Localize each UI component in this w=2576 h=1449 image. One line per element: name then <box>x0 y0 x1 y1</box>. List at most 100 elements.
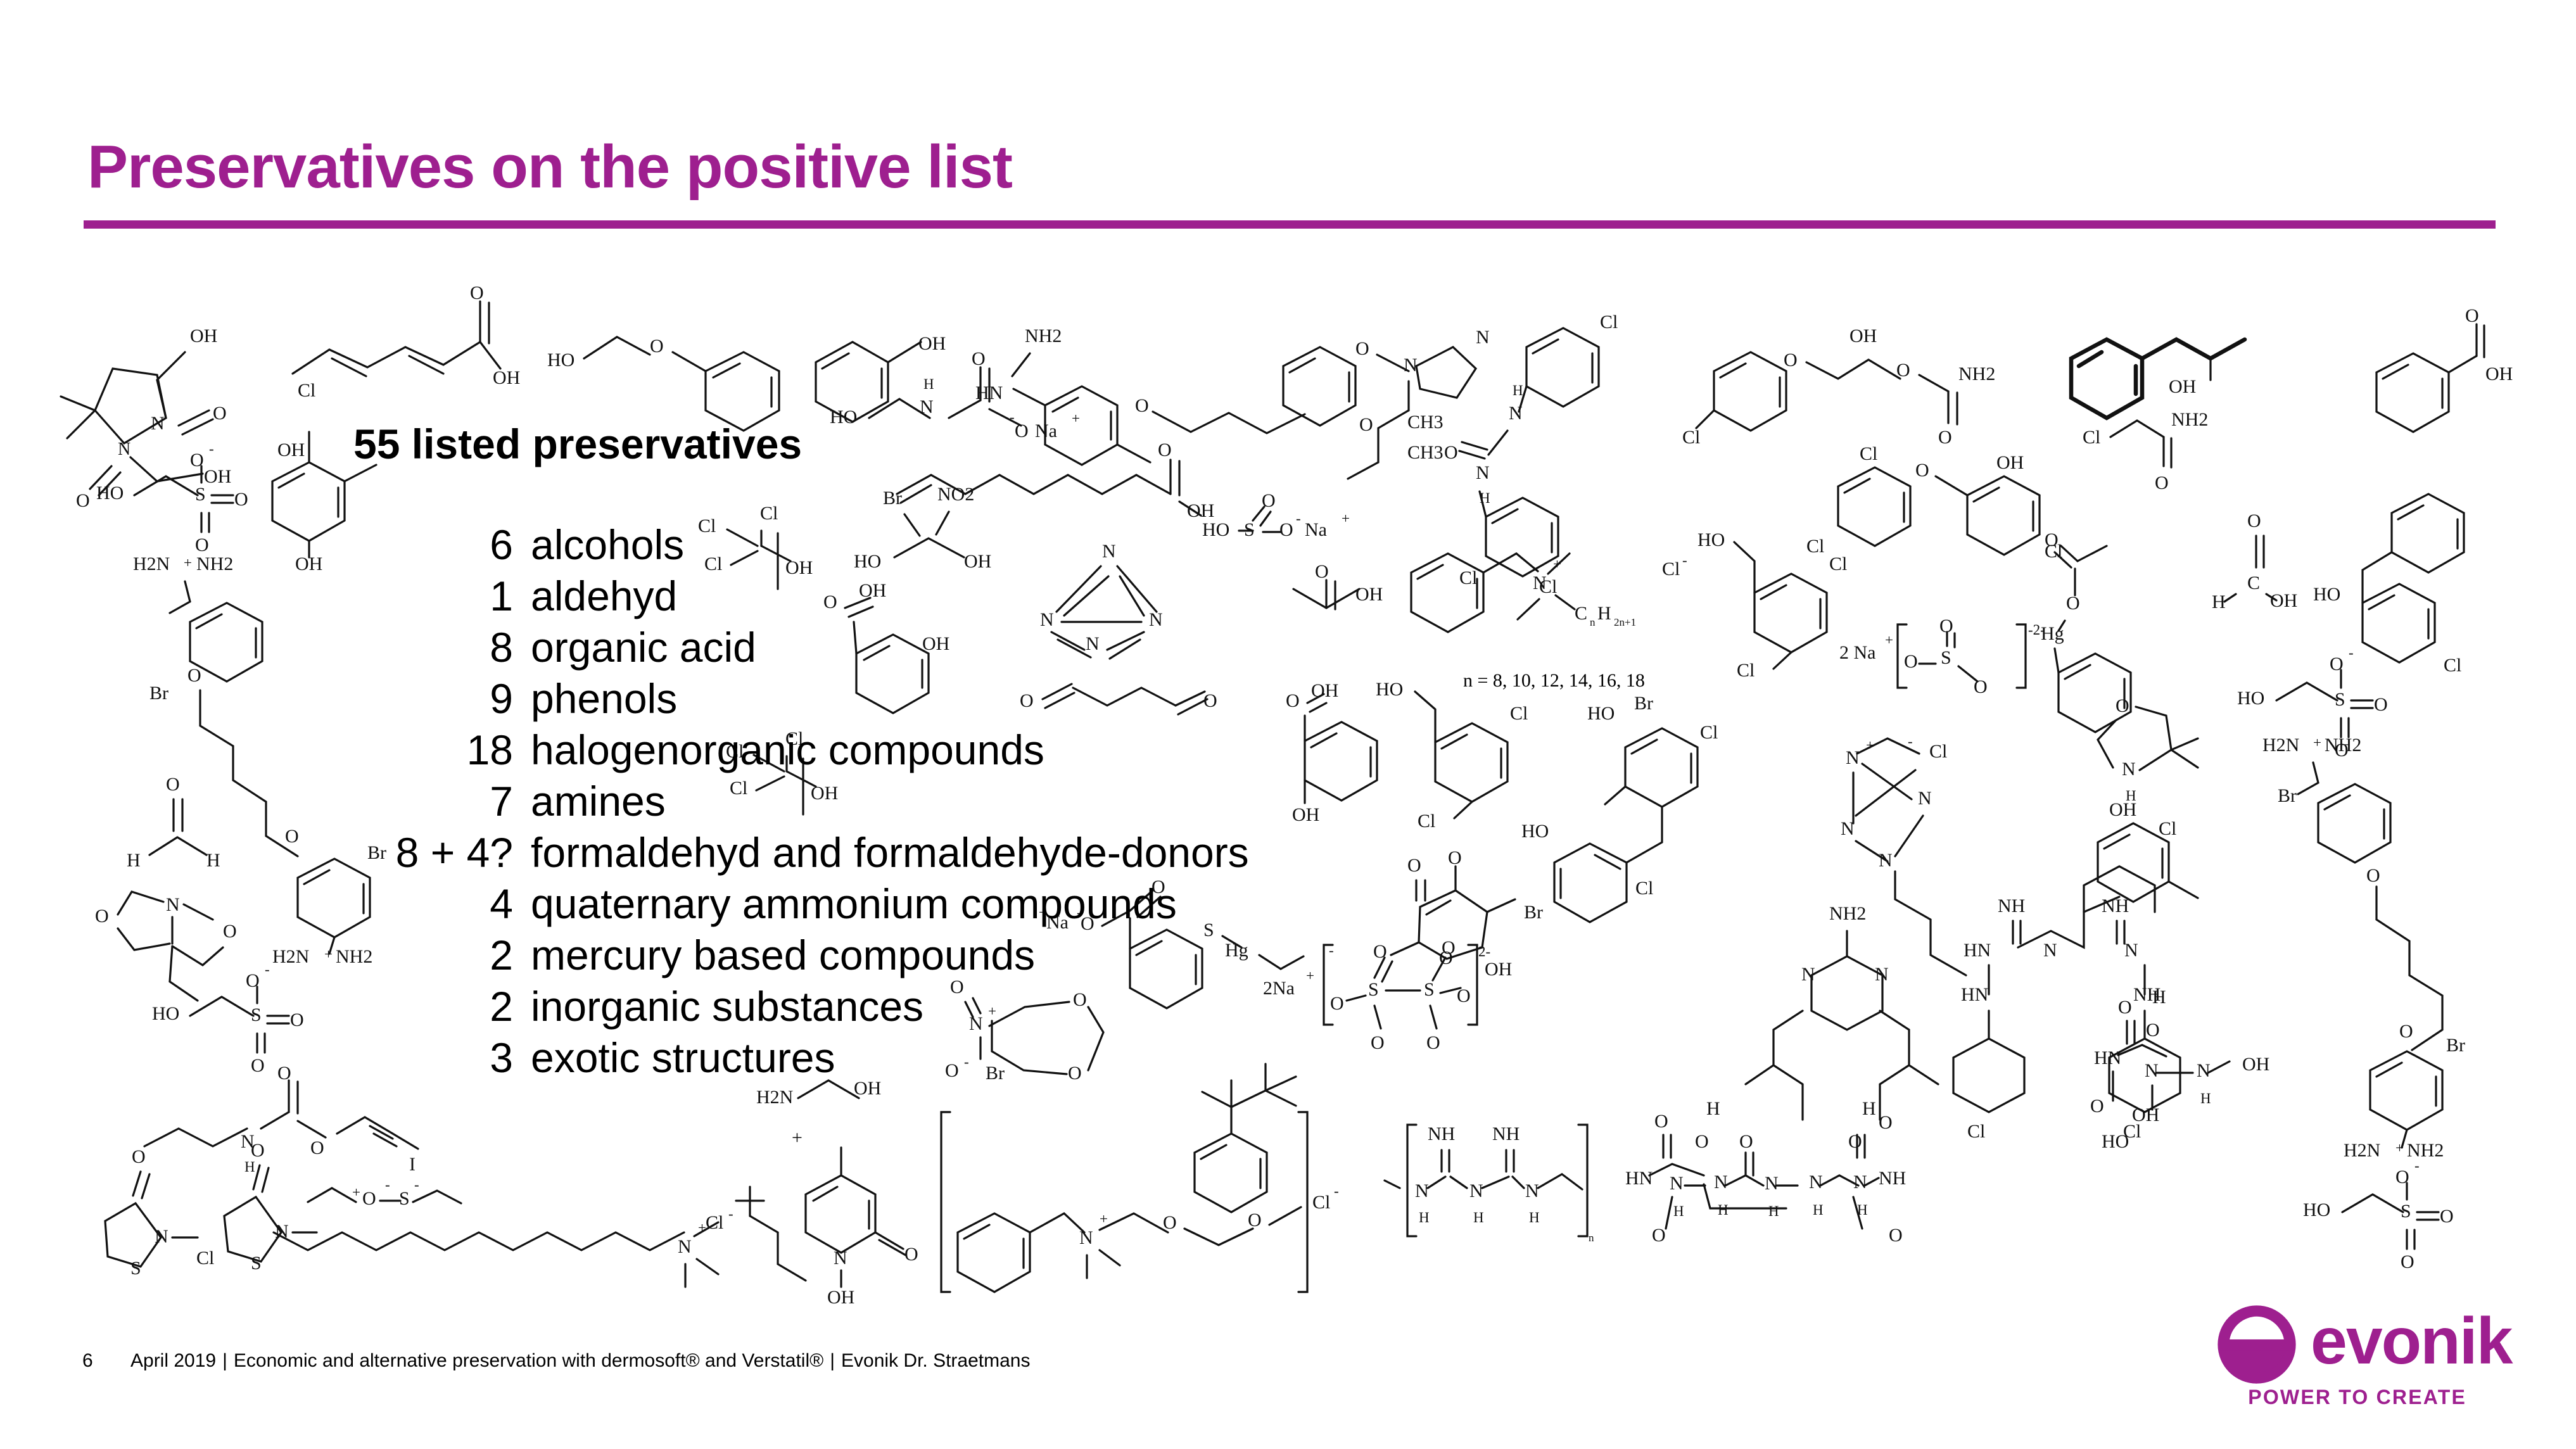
svg-text:N: N <box>1476 462 1490 483</box>
category-count: 9 <box>490 675 513 722</box>
svg-text:-: - <box>414 1177 419 1193</box>
category-count: 2 <box>490 932 513 978</box>
evonik-e-mark-icon <box>2218 1305 2296 1384</box>
svg-text:Br: Br <box>2278 785 2297 806</box>
svg-text:O: O <box>1286 690 1300 711</box>
svg-text:Cl: Cl <box>1860 443 1877 464</box>
svg-text:O: O <box>223 921 237 942</box>
svg-text:Cl: Cl <box>706 1212 723 1233</box>
molecule-isethionate-right: HO S O - O O <box>2237 645 2388 761</box>
svg-text:S: S <box>130 1258 141 1279</box>
svg-text:-: - <box>1329 942 1334 958</box>
svg-text:O: O <box>1974 676 1988 697</box>
svg-text:Cl: Cl <box>196 1248 214 1269</box>
svg-text:O: O <box>2118 997 2132 1018</box>
title-underline-rule <box>84 220 2496 229</box>
svg-text:Cl: Cl <box>1539 576 1557 597</box>
molecule-methylisothiazolinone: O N S <box>104 1146 199 1279</box>
svg-text:HO: HO <box>2303 1199 2330 1220</box>
svg-text:O: O <box>1359 414 1373 435</box>
category-label: halogenorganic compounds <box>531 726 1044 773</box>
molecule-benzethonium-chloride: Cl - N + O O <box>940 1063 1339 1293</box>
svg-text:N: N <box>275 1221 289 1242</box>
svg-text:NH: NH <box>2133 984 2160 1005</box>
svg-text:Cl: Cl <box>1459 567 1477 588</box>
svg-text:HO: HO <box>1376 679 1403 700</box>
footer-author: Evonik Dr. Straetmans <box>841 1350 1031 1371</box>
molecule-sodium-hydroxymethylglycinate: HO N H O O - Na + <box>830 348 1080 441</box>
svg-text:NH2: NH2 <box>1025 326 1062 346</box>
svg-text:-: - <box>209 441 214 457</box>
svg-text:OH: OH <box>2485 364 2513 384</box>
category-count: 8 + 4? <box>395 829 513 876</box>
svg-text:+: + <box>2395 1140 2404 1156</box>
molecule-undecylenic-acid: O OH <box>896 440 1214 521</box>
svg-text:-: - <box>1682 552 1687 568</box>
svg-text:S: S <box>2401 1201 2411 1222</box>
svg-text:O: O <box>1904 651 1918 672</box>
molecule-phenylmercuric-acetate: O O Hg <box>2041 529 2132 733</box>
svg-text:O: O <box>2465 305 2479 326</box>
svg-text:N: N <box>241 1131 255 1152</box>
category-count: 2 <box>490 983 513 1030</box>
svg-text:-: - <box>385 1177 390 1193</box>
svg-text:+: + <box>1100 1211 1108 1227</box>
svg-text:Hg: Hg <box>2041 623 2064 644</box>
svg-text:Cl: Cl <box>2045 541 2062 562</box>
svg-text:O: O <box>1889 1225 1903 1246</box>
svg-text:-: - <box>728 1206 733 1222</box>
svg-text:O: O <box>1444 442 1458 463</box>
svg-text:+: + <box>2313 735 2321 750</box>
svg-text:N: N <box>1533 573 1547 593</box>
svg-text:HO: HO <box>1697 529 1725 550</box>
svg-text:Na: Na <box>1305 519 1327 540</box>
svg-text:O: O <box>2155 472 2169 493</box>
svg-text:Na: Na <box>1035 421 1057 441</box>
svg-text:-: - <box>1296 510 1301 526</box>
svg-text:H: H <box>923 376 934 392</box>
svg-text:OH: OH <box>1292 804 1319 825</box>
molecule-dibromopropamidine-right: H2N + NH2 Br O O Br H2N + NH2 HO S O - O <box>2262 735 2465 1272</box>
svg-text:O: O <box>1915 460 1929 481</box>
svg-text:N: N <box>2122 759 2136 780</box>
svg-text:N: N <box>1879 850 1893 871</box>
svg-text:N: N <box>166 894 180 915</box>
svg-text:O: O <box>1457 985 1471 1006</box>
svg-text:N: N <box>155 1226 168 1247</box>
svg-text:-: - <box>1334 1183 1339 1199</box>
footer-date: April 2019 <box>130 1350 217 1371</box>
svg-text:n: n <box>1589 1232 1594 1244</box>
svg-text:NH: NH <box>1492 1123 1520 1144</box>
svg-text:S: S <box>2335 689 2345 710</box>
svg-text:+: + <box>1072 410 1080 426</box>
svg-text:H: H <box>2200 1091 2211 1106</box>
svg-text:N: N <box>1846 747 1860 768</box>
svg-text:N: N <box>1801 964 1815 985</box>
svg-text:OH: OH <box>918 333 946 354</box>
svg-text:N: N <box>1670 1173 1684 1194</box>
svg-text:H: H <box>1473 1210 1484 1225</box>
svg-text:N: N <box>1525 1180 1539 1201</box>
svg-text:O: O <box>2366 865 2380 886</box>
svg-text:HN: HN <box>1625 1168 1653 1189</box>
svg-text:H2N: H2N <box>2262 735 2299 756</box>
svg-text:N: N <box>1809 1172 1823 1193</box>
svg-text:HO: HO <box>2102 1131 2129 1152</box>
svg-text:O: O <box>1407 855 1421 876</box>
svg-text:-: - <box>1010 409 1015 425</box>
molecule-benzylchlorophenol: HO Cl <box>2313 493 2465 676</box>
svg-text:HN: HN <box>2094 1047 2121 1068</box>
svg-text:N: N <box>1841 818 1855 839</box>
molecule-dmdm-hydantoin: OH N N O O OH <box>60 326 231 511</box>
molecule-hexamidine: NH2 N N <box>1744 903 1939 1121</box>
svg-text:H: H <box>1706 1098 1720 1119</box>
molecule-isethionate-topleft: HO S O - O O <box>96 441 248 555</box>
molecule-cetrimonium-chloride: + O - S - N + <box>272 1177 720 1288</box>
svg-text:+: + <box>698 1220 706 1236</box>
molecule-chlorphenesin: HO Cl Cl <box>1376 679 1528 832</box>
footer-subject: Economic and alternative preservation wi… <box>233 1350 824 1371</box>
svg-text:Cl: Cl <box>1662 559 1680 579</box>
svg-text:N: N <box>678 1236 692 1257</box>
molecule-chlorhexidine: NH NH HN N N HN NH Cl Cl <box>1952 865 2181 1142</box>
